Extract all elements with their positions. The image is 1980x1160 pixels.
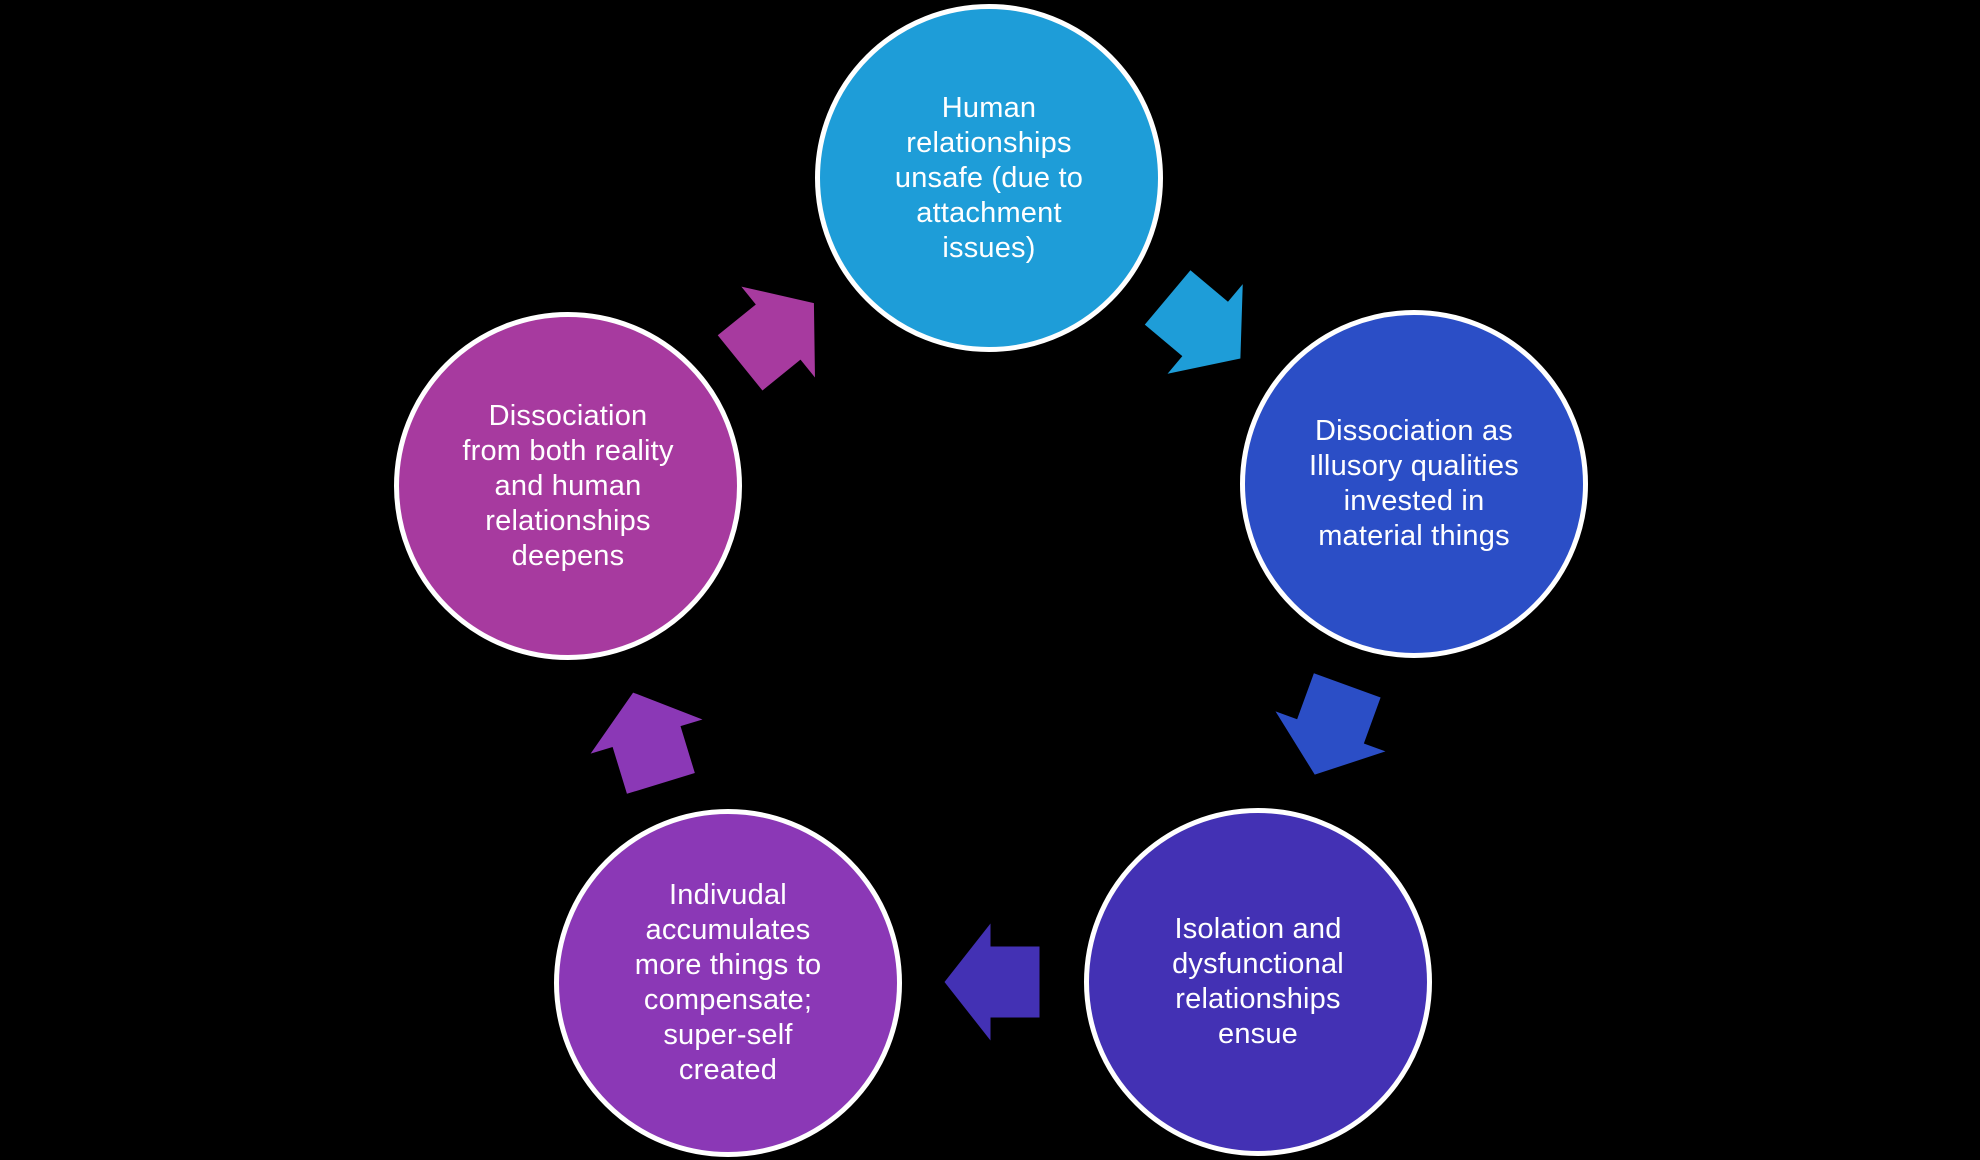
arrow-shape: [1144, 270, 1243, 374]
arrow-left-icon: [944, 923, 1040, 1041]
arrow-shape: [590, 692, 703, 794]
arrow-shape: [1275, 673, 1386, 775]
arrow-up-right-icon: [717, 286, 815, 391]
node-individual-accumulates: Indivudal accumulates more things to com…: [554, 809, 902, 1157]
arrow-shape: [944, 923, 1040, 1041]
node-label: Dissociation as Illusory qualities inves…: [1309, 415, 1519, 552]
arrow-down-right-icon: [1144, 270, 1243, 374]
arrow-shape: [717, 286, 815, 391]
node-label: Human relationships unsafe (due to attac…: [894, 91, 1084, 264]
node-label: Isolation and dysfunctional relationship…: [1172, 913, 1344, 1050]
arrow-down-left-icon: [1275, 673, 1386, 775]
arrow-up-icon: [590, 692, 703, 794]
node-dissociation-deepens: Dissociation from both reality and human…: [394, 312, 742, 660]
node-human-relationships-unsafe: Human relationships unsafe (due to attac…: [815, 4, 1163, 352]
node-label: Dissociation from both reality and human…: [462, 399, 674, 572]
node-isolation-dysfunctional: Isolation and dysfunctional relationship…: [1084, 808, 1432, 1156]
node-dissociation-material-things: Dissociation as Illusory qualities inves…: [1240, 310, 1588, 658]
node-label: Indivudal accumulates more things to com…: [634, 879, 822, 1086]
